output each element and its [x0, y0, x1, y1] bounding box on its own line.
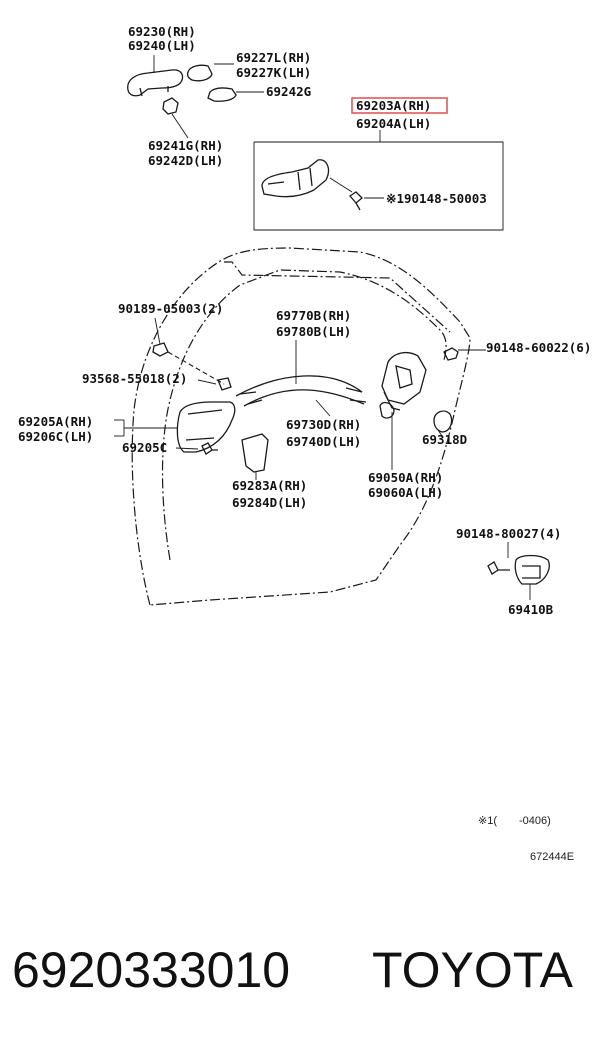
label-90189[interactable]: 90189-05003(2) — [118, 301, 223, 316]
label-69205c[interactable]: 69205C — [122, 440, 167, 455]
label-69283a[interactable]: 69283A(RH) — [232, 478, 307, 493]
label-69206c[interactable]: 69206C(LH) — [18, 429, 93, 444]
door-lock-part[interactable] — [381, 351, 427, 405]
door-outline — [131, 247, 471, 606]
label-69060a[interactable]: 69060A(LH) — [368, 485, 443, 500]
label-69284d[interactable]: 69284D(LH) — [232, 495, 307, 510]
lock-assembly — [379, 347, 486, 470]
striker-group — [487, 542, 550, 600]
handle-frame-part[interactable] — [261, 159, 330, 198]
highlight-box — [351, 97, 448, 114]
left-parts — [114, 317, 269, 480]
brand-name: TOYOTA — [372, 942, 573, 998]
label-69230[interactable]: 69230(RH) — [128, 24, 196, 39]
label-69740d[interactable]: 69740D(LH) — [286, 434, 361, 449]
handle-gasket-part[interactable] — [207, 87, 237, 102]
outside-handle-group — [127, 55, 264, 139]
label-90148-50003[interactable]: ※190148-50003 — [386, 191, 487, 206]
label-69227l[interactable]: 69227L(RH) — [236, 50, 311, 65]
inside-handle-part[interactable] — [176, 401, 236, 453]
label-69204a[interactable]: 69204A(LH) — [356, 116, 431, 131]
small-cover-part[interactable] — [162, 97, 179, 115]
footer: 6920333010 TOYOTA — [0, 940, 600, 1010]
outside-handle-part[interactable] — [127, 69, 184, 97]
cable-part-1[interactable] — [235, 375, 363, 397]
label-69203a[interactable]: 69203A(RH) — [356, 98, 431, 113]
label-69227k[interactable]: 69227K(LH) — [236, 65, 311, 80]
lock-cover-part[interactable] — [433, 410, 453, 433]
label-69318d[interactable]: 69318D — [422, 432, 467, 447]
label-69242g[interactable]: 69242G — [266, 84, 311, 99]
cover-69283a-part[interactable] — [241, 433, 269, 473]
label-90148-80027[interactable]: 90148-80027(4) — [456, 526, 561, 541]
label-69730d[interactable]: 69730D(RH) — [286, 417, 361, 432]
label-90148-60022[interactable]: 90148-60022(6) — [486, 340, 591, 355]
screw-69205c-part[interactable] — [201, 442, 218, 455]
label-69050a[interactable]: 69050A(RH) — [368, 470, 443, 485]
label-69240[interactable]: 69240(LH) — [128, 38, 196, 53]
label-93568[interactable]: 93568-55018(2) — [82, 371, 187, 386]
label-69241g[interactable]: 69241G(RH) — [148, 138, 223, 153]
label-69770b[interactable]: 69770B(RH) — [276, 308, 351, 323]
label-69242d[interactable]: 69242D(LH) — [148, 153, 223, 168]
clip-part[interactable] — [152, 342, 169, 357]
part-number: 6920333010 — [12, 942, 291, 998]
label-69205a[interactable]: 69205A(RH) — [18, 414, 93, 429]
label-69410b[interactable]: 69410B — [508, 602, 554, 617]
frame-assembly-box — [253, 130, 504, 231]
frame-screw-part[interactable] — [349, 191, 363, 211]
footnote: ※1( -0406) — [478, 815, 551, 827]
striker-screw-part[interactable] — [487, 561, 510, 575]
lock-screw-part[interactable] — [443, 347, 459, 361]
handle-pad-part[interactable] — [186, 64, 213, 82]
striker-part[interactable] — [514, 554, 550, 585]
label-69780b[interactable]: 69780B(LH) — [276, 324, 351, 339]
diagram-code: 672444E — [530, 851, 574, 863]
clip-small-part[interactable] — [217, 377, 232, 391]
cable-part-2[interactable] — [243, 389, 365, 407]
cable-group — [235, 340, 367, 417]
